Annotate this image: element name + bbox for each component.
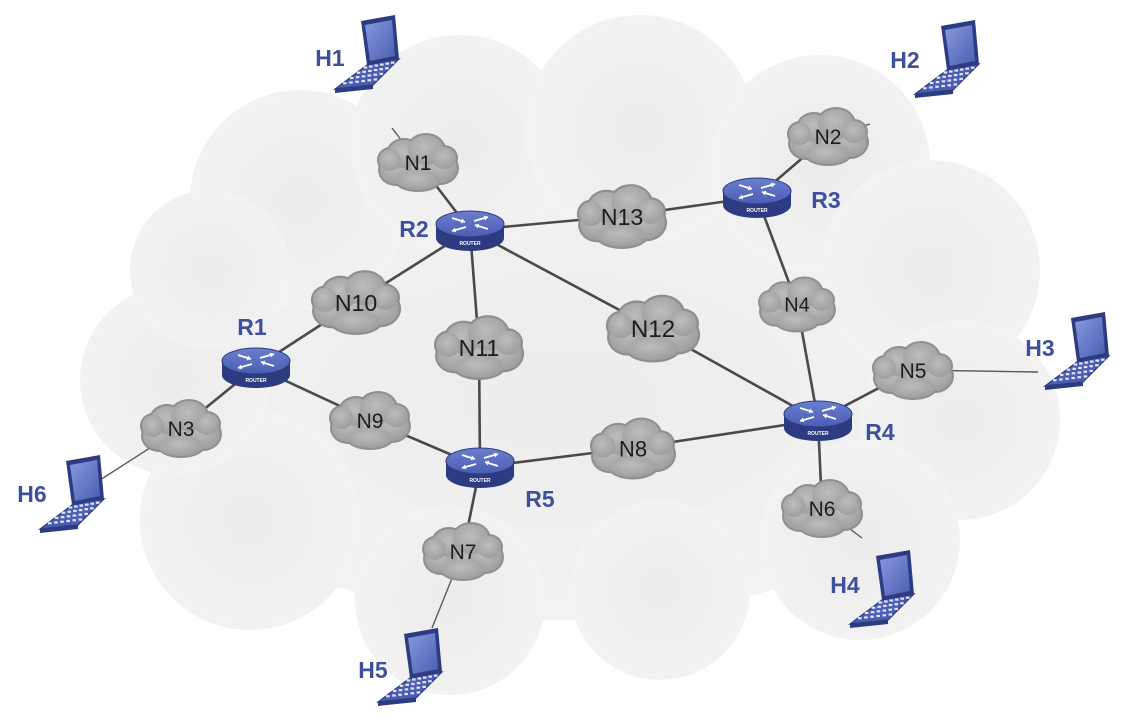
network-label: N9 xyxy=(357,410,384,433)
network-n7[interactable]: N7 xyxy=(422,522,504,581)
router-label: R2 xyxy=(399,216,428,242)
cloud-icon xyxy=(433,315,525,380)
router-tag: ROUTER xyxy=(469,478,491,484)
network-n11[interactable]: N11 xyxy=(433,315,525,380)
router-r4[interactable]: ROUTER R4 xyxy=(783,400,895,445)
router-label: R5 xyxy=(525,486,555,512)
network-label: N5 xyxy=(900,360,927,383)
host-h3[interactable]: H3 xyxy=(1025,312,1111,390)
router-icon xyxy=(221,347,291,388)
network-label: N11 xyxy=(459,335,500,361)
host-h1[interactable]: H1 xyxy=(315,15,401,93)
laptop-icon xyxy=(912,20,981,98)
router-label: R1 xyxy=(237,314,267,340)
router-tag: ROUTER xyxy=(245,378,267,384)
router-label: R3 xyxy=(811,187,840,213)
network-n9[interactable]: N9 xyxy=(329,391,411,450)
network-label: N13 xyxy=(601,204,643,230)
router-r1[interactable]: ROUTER R1 xyxy=(221,314,291,388)
laptop-icon xyxy=(37,455,106,533)
cloud-icon xyxy=(605,294,701,363)
network-n8[interactable]: N8 xyxy=(589,417,677,480)
host-label: H5 xyxy=(358,657,388,683)
network-n1[interactable]: N1 xyxy=(377,133,459,192)
laptop-icon xyxy=(847,550,916,628)
cloud-icon xyxy=(872,341,954,400)
network-label: N3 xyxy=(168,418,195,441)
host-h5[interactable]: H5 xyxy=(358,628,444,706)
cloud-icon xyxy=(422,522,504,581)
host-h4[interactable]: H4 xyxy=(830,550,916,628)
cloud-icon xyxy=(758,276,836,333)
network-n12[interactable]: N12 xyxy=(605,294,701,363)
router-r2[interactable]: ROUTER R2 xyxy=(399,210,505,251)
router-label: R4 xyxy=(865,419,895,445)
network-label: N6 xyxy=(809,498,836,521)
router-tag: ROUTER xyxy=(807,431,829,437)
network-n3[interactable]: N3 xyxy=(140,399,222,458)
laptop-icon xyxy=(375,628,444,706)
host-label: H2 xyxy=(890,47,919,73)
network-label: N12 xyxy=(631,316,675,343)
cloud-icon xyxy=(787,107,869,166)
network-n4[interactable]: N4 xyxy=(758,276,836,333)
network-n2[interactable]: N2 xyxy=(787,107,869,166)
cloud-icon xyxy=(589,417,677,480)
host-h2[interactable]: H2 xyxy=(890,20,981,98)
network-label: N4 xyxy=(784,295,810,317)
cloud-icon xyxy=(377,133,459,192)
network-label: N1 xyxy=(405,152,432,175)
cloud-icon xyxy=(310,270,402,335)
network-n6[interactable]: N6 xyxy=(781,479,863,538)
host-label: H6 xyxy=(17,481,46,507)
host-label: H3 xyxy=(1025,335,1054,361)
host-h6[interactable]: H6 xyxy=(17,455,106,533)
router-tag: ROUTER xyxy=(459,241,481,247)
network-label: N7 xyxy=(450,541,477,564)
network-label: N10 xyxy=(335,290,377,316)
network-label: N2 xyxy=(815,126,842,149)
cloud-icon xyxy=(329,391,411,450)
cloud-icon xyxy=(140,399,222,458)
router-icon xyxy=(435,210,505,251)
network-n10[interactable]: N10 xyxy=(310,270,402,335)
router-icon xyxy=(783,400,853,441)
router-r5[interactable]: ROUTER R5 xyxy=(445,447,555,512)
router-icon xyxy=(722,177,792,218)
router-tag: ROUTER xyxy=(746,208,768,214)
host-label: H1 xyxy=(315,45,345,71)
host-label: H4 xyxy=(830,572,860,598)
router-r3[interactable]: ROUTER R3 xyxy=(722,177,841,218)
network-label: N8 xyxy=(619,436,647,461)
cloud-icon xyxy=(576,184,668,249)
cloud-icon xyxy=(781,479,863,538)
network-n13[interactable]: N13 xyxy=(576,184,668,249)
network-n5[interactable]: N5 xyxy=(872,341,954,400)
laptop-icon xyxy=(332,15,401,93)
router-icon xyxy=(445,447,515,488)
laptop-icon xyxy=(1042,312,1111,390)
